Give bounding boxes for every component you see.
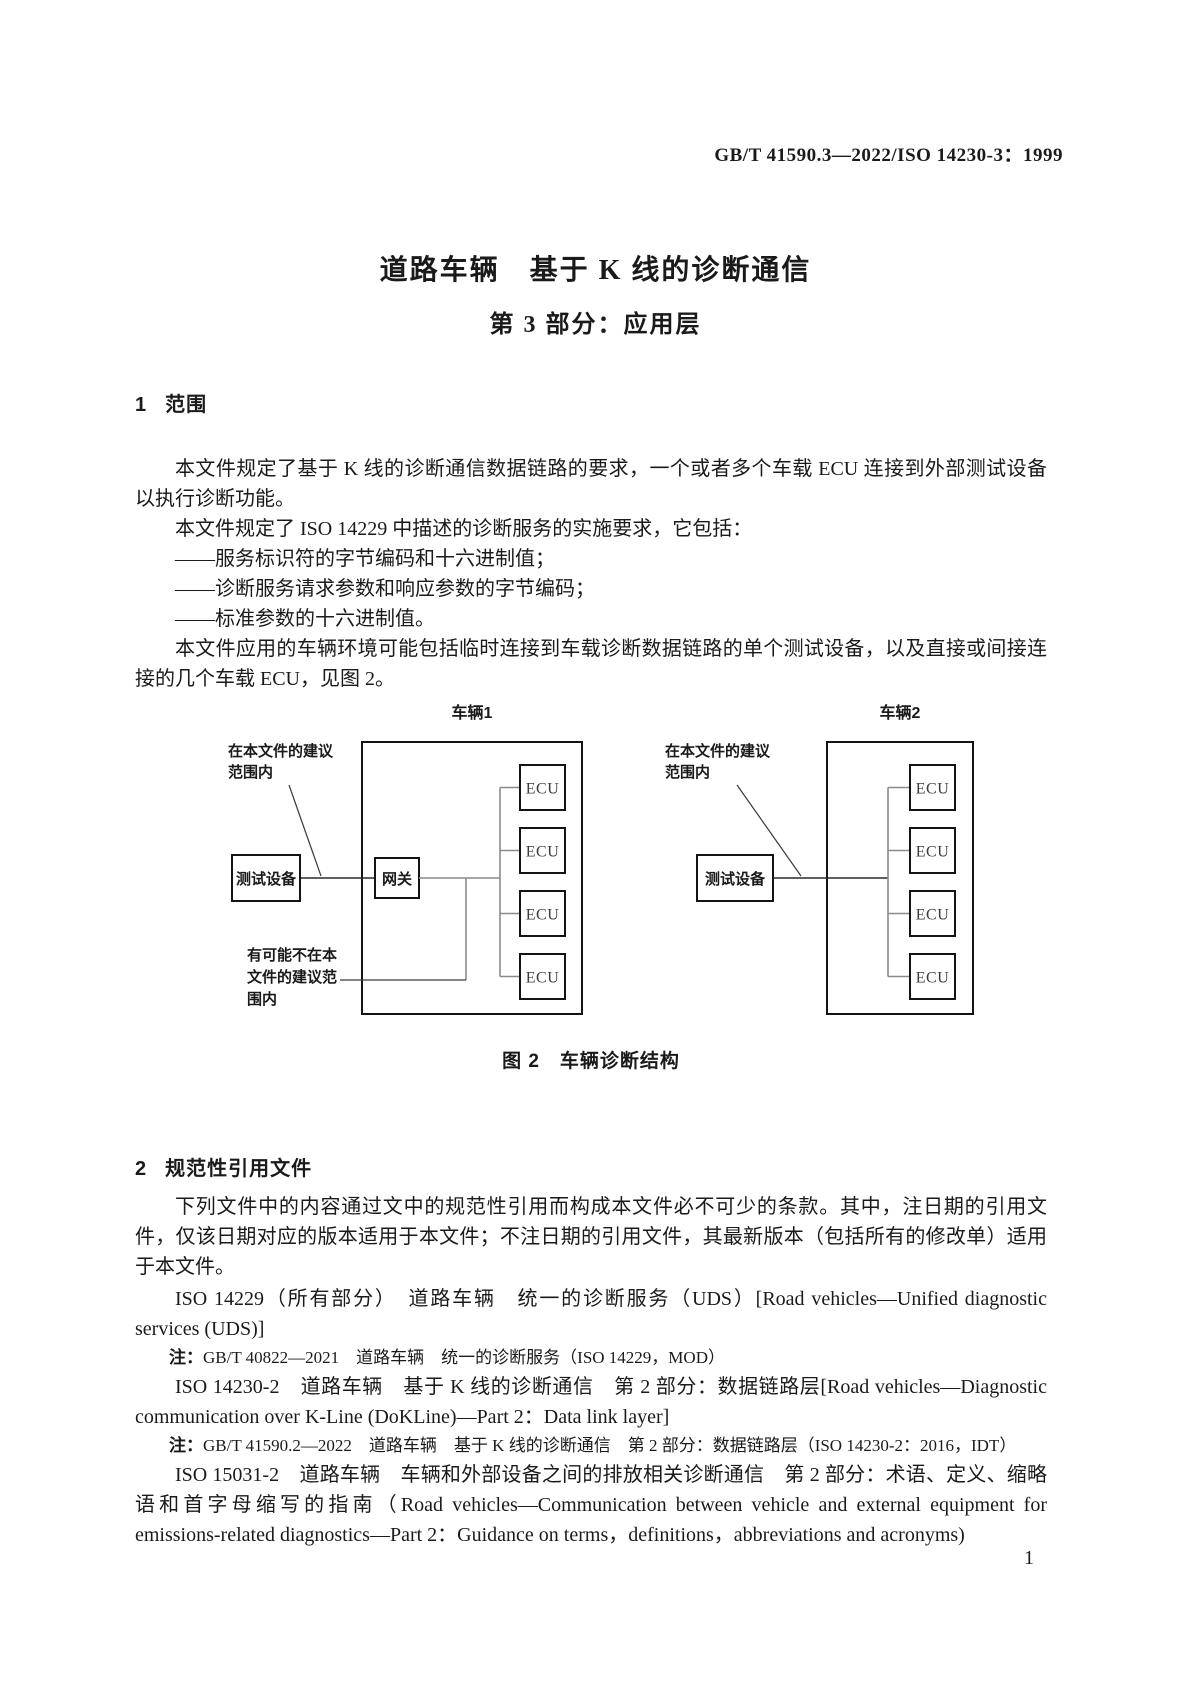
vehicle1-group: 车辆1 在本文件的建议 范围内 测试设备 网关 ECU ECU ECU ECU … (228, 703, 583, 1015)
vehicle1-ecu1-label: ECU (526, 781, 560, 798)
vehicle2-tester-label: 测试设备 (705, 870, 766, 888)
section-2-intro: 下列文件中的内容通过文中的规范性引用而构成本文件必不可少的条款。其中，注日期的引… (135, 1192, 1047, 1282)
vehicle1-inscope-annotation-line1: 在本文件的建议 (228, 742, 334, 760)
vehicle1-outscope-annotation-line2: 文件的建议范 (247, 968, 337, 986)
document-title: 道路车辆 基于 K 线的诊断通信 第 3 部分：应用层 (0, 248, 1191, 339)
reference-entry: ISO 15031-2 道路车辆 车辆和外部设备之间的排放相关诊断通信 第 2 … (135, 1464, 1047, 1546)
vehicle2-ecu4-box (909, 953, 956, 1000)
vehicle1-outscope-annotation-line3: 围内 (247, 990, 277, 1008)
section-2-heading: 2 规范性引用文件 (135, 1152, 312, 1181)
vehicle2-ecu3-box (909, 890, 956, 937)
page-number: 1 (1024, 1547, 1034, 1569)
list-item: ——服务标识符的字节编码和十六进制值； (175, 548, 555, 570)
vehicle2-inscope-annotation-line1: 在本文件的建议 (665, 742, 771, 760)
note-text: GB/T 41590.2—2022 道路车辆 基于 K 线的诊断通信 第 2 部… (203, 1436, 1017, 1455)
vehicle1-inscope-pointer-line (288, 784, 322, 877)
vehicle2-ecu2-box (909, 827, 956, 874)
vehicle2-ecu2-label: ECU (916, 844, 950, 861)
vehicle1-tester-label: 测试设备 (236, 870, 297, 888)
paragraph: 下列文件中的内容通过文中的规范性引用而构成本文件必不可少的条款。其中，注日期的引… (135, 1196, 1047, 1278)
vehicle2-ecu3-label: ECU (916, 907, 950, 924)
vehicle1-ecu3-box (519, 890, 566, 937)
list-item: ——诊断服务请求参数和响应参数的字节编码； (175, 578, 595, 600)
section-1-number: 1 (135, 394, 148, 416)
reference-entry: ISO 14230-2 道路车辆 基于 K 线的诊断通信 第 2 部分：数据链路… (135, 1376, 1047, 1428)
vehicle1-gateway-box (374, 857, 420, 899)
vehicle2-label: 车辆2 (880, 703, 921, 722)
vehicle1-outscope-annotation-line1: 有可能不在本 (247, 946, 337, 964)
vehicle2-tester-box (696, 854, 774, 902)
reference-entry: ISO 14229（所有部分） 道路车辆 统一的诊断服务（UDS）[Road v… (135, 1288, 1047, 1340)
vehicle2-ecu1-label: ECU (916, 781, 950, 798)
paragraph: 本文件规定了 ISO 14229 中描述的诊断服务的实施要求，它包括： (175, 518, 753, 540)
reference-note: 注：GB/T 41590.2—2022 道路车辆 基于 K 线的诊断通信 第 2… (135, 1432, 1047, 1460)
section-2-title: 规范性引用文件 (165, 1158, 313, 1180)
vehicle2-ecu4-label: ECU (916, 970, 950, 987)
vehicle1-ecu1-box (519, 764, 566, 811)
vehicle1-ecu3-label: ECU (526, 907, 560, 924)
vehicle2-group: 车辆2 在本文件的建议 范围内 测试设备 ECU ECU ECU ECU (665, 703, 974, 1015)
paragraph: 本文件应用的车辆环境可能包括临时连接到车载诊断数据链路的单个测试设备，以及直接或… (135, 638, 1047, 690)
note-label: 注： (169, 1436, 203, 1455)
section-1-heading: 1 范围 (135, 388, 207, 417)
title-line-2: 第 3 部分：应用层 (489, 312, 702, 338)
title-line-1: 道路车辆 基于 K 线的诊断通信 (379, 255, 812, 286)
paragraph: 本文件规定了基于 K 线的诊断通信数据链路的要求，一个或者多个车载 ECU 连接… (135, 458, 1047, 510)
vehicle2-inscope-annotation-line2: 范围内 (665, 763, 710, 781)
note-text: GB/T 40822—2021 道路车辆 统一的诊断服务（ISO 14229，M… (203, 1348, 725, 1367)
vehicle-diagnostic-diagram: 车辆1 在本文件的建议 范围内 测试设备 网关 ECU ECU ECU ECU … (228, 703, 974, 1015)
note-label: 注： (169, 1348, 203, 1367)
vehicle2-inscope-pointer-line (736, 784, 802, 877)
vehicle1-inscope-annotation-line2: 范围内 (228, 763, 273, 781)
list-item: ——标准参数的十六进制值。 (175, 608, 435, 630)
doc-number: GB/T 41590.3—2022/ISO 14230-3：1999 (714, 145, 1063, 166)
section-2-references: ISO 14229（所有部分） 道路车辆 统一的诊断服务（UDS）[Road v… (135, 1284, 1047, 1550)
vehicle1-gateway-label: 网关 (382, 870, 412, 888)
section-2-number: 2 (135, 1158, 148, 1180)
vehicle1-ecu4-box (519, 953, 566, 1000)
vehicle1-ecu4-label: ECU (526, 970, 560, 987)
reference-note: 注：GB/T 40822—2021 道路车辆 统一的诊断服务（ISO 14229… (135, 1344, 1047, 1372)
figure-caption: 图 2 车辆诊断结构 (502, 1051, 680, 1072)
section-1-title: 范围 (165, 394, 208, 416)
vehicle2-ecu1-box (909, 764, 956, 811)
vehicle1-ecu2-label: ECU (526, 844, 560, 861)
vehicle1-tester-box (231, 854, 301, 902)
section-1-body: 本文件规定了基于 K 线的诊断通信数据链路的要求，一个或者多个车载 ECU 连接… (135, 454, 1047, 694)
vehicle1-label: 车辆1 (452, 703, 493, 722)
vehicle1-ecu2-box (519, 827, 566, 874)
